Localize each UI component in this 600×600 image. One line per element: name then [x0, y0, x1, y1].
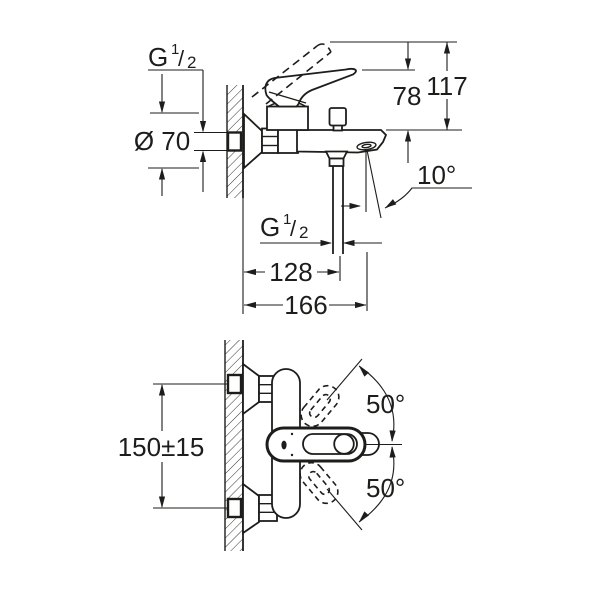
lever-raised-dashed	[251, 43, 332, 105]
dim-lever-height: 78	[393, 42, 422, 163]
swivel-upper-label: 50°	[366, 389, 405, 419]
supply-centers-label: 150±15	[118, 432, 205, 462]
escutcheon-diameter-label: Ø 70	[134, 126, 190, 156]
supply-connection	[226, 131, 243, 152]
plan-view: 150±15 50° 50°	[118, 340, 405, 551]
dim-total-height: 117	[426, 42, 469, 130]
union-nut	[261, 127, 299, 154]
spout-end-circle	[333, 433, 355, 455]
supply-connection-upper	[226, 373, 243, 395]
dim-spray-angle: 10°	[341, 149, 472, 219]
aerator-outlet	[356, 141, 377, 151]
total-height-label: 117	[426, 71, 467, 101]
shower-outlet-pipe	[324, 150, 349, 254]
detail-dot-bottom	[290, 453, 294, 457]
diverter-knob	[328, 107, 347, 132]
spout-projection-label: 166	[284, 290, 327, 320]
dim-shower-projection: 128	[244, 257, 339, 287]
body-slot-mark	[281, 440, 287, 450]
spout-swivel-dashed-lower	[299, 461, 339, 505]
lever-handle	[264, 67, 357, 108]
dim-supply-centers: 150±15	[118, 383, 227, 509]
supply-connection-lower	[226, 497, 243, 519]
dim-swivel-lower: 50°	[326, 445, 405, 531]
mixer-body	[266, 105, 309, 131]
escutcheon	[243, 111, 263, 171]
swivel-lower-label: 50°	[366, 473, 405, 503]
dim-escutcheon-diameter: Ø 70	[134, 74, 199, 196]
spout	[296, 129, 388, 154]
shower-projection-label: 128	[269, 257, 312, 287]
dim-spout-projection: 166	[244, 290, 367, 320]
detail-dot-top	[290, 432, 294, 436]
dim-swivel-upper: 50°	[326, 358, 405, 443]
spout-swivel-dashed-upper	[300, 384, 340, 428]
wall-hatch-plan	[224, 340, 244, 551]
spray-angle-label: 10°	[417, 160, 456, 190]
lever-height-label: 78	[393, 81, 422, 111]
